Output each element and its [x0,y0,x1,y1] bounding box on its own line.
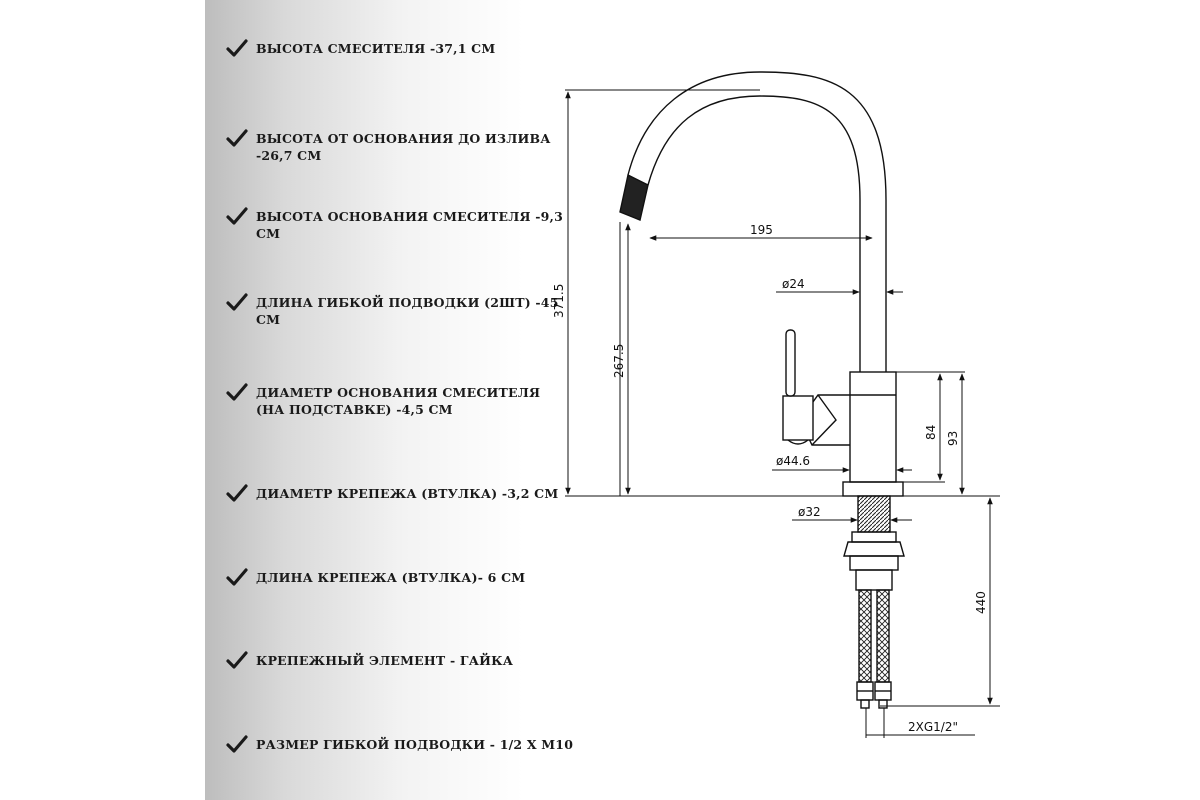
dim-label-195: 195 [750,223,773,237]
spec-item: ДИАМЕТР КРЕПЕЖА (ВТУЛКА) -3,2 СМ [226,484,586,502]
spec-item: ВЫСОТА ОТ ОСНОВАНИЯ ДО ИЗЛИВА -26,7 СМ [226,129,586,164]
checkmark-icon [226,207,248,225]
spec-text: ВЫСОТА СМЕСИТЕЛЯ -37,1 СМ [256,41,496,56]
dim-label-hose-thread: 2XG1/2" [908,720,958,734]
checkmark-icon [226,735,248,753]
checkmark-icon [226,651,248,669]
spec-text: ВЫСОТА ОСНОВАНИЯ СМЕСИТЕЛЯ -9,3 СМ [256,209,563,241]
spec-text: ДИАМЕТР ОСНОВАНИЯ СМЕСИТЕЛЯ (НА ПОДСТАВК… [256,385,541,417]
spec-item: ДЛИНА ГИБКОЙ ПОДВОДКИ (2ШТ) -45 СМ [226,293,586,328]
spec-item: ВЫСОТА СМЕСИТЕЛЯ -37,1 СМ [226,39,586,57]
dim-label-total-height: 371.5 [552,284,566,318]
checkmark-icon [226,293,248,311]
dim-label-hose-length: 440 [974,591,988,614]
spec-item: ДЛИНА КРЕПЕЖА (ВТУЛКА)- 6 СМ [226,568,586,586]
dim-label-spout-height: 267.5 [612,344,626,378]
checkmark-icon [226,484,248,502]
checkmark-icon [226,383,248,401]
dim-label-body-outer: 93 [946,431,960,446]
faucet-outline [619,71,905,709]
checkmark-icon [226,39,248,57]
checkmark-icon [226,129,248,147]
spec-text: ДЛИНА ГИБКОЙ ПОДВОДКИ (2ШТ) -45 СМ [256,295,559,327]
spec-item: ДИАМЕТР ОСНОВАНИЯ СМЕСИТЕЛЯ (НА ПОДСТАВК… [226,383,586,418]
spec-item: РАЗМЕР ГИБКОЙ ПОДВОДКИ - 1/2 Х М10 [226,735,586,753]
spec-text: ДИАМЕТР КРЕПЕЖА (ВТУЛКА) -3,2 СМ [256,486,559,501]
dim-label-body-diameter: ø44.6 [776,454,810,468]
spec-list: ВЫСОТА СМЕСИТЕЛЯ -37,1 СМ ВЫСОТА ОТ ОСНО… [226,39,586,753]
dimension-lines [565,89,1000,738]
spec-item: ВЫСОТА ОСНОВАНИЯ СМЕСИТЕЛЯ -9,3 СМ [226,207,586,242]
spec-text: ВЫСОТА ОТ ОСНОВАНИЯ ДО ИЗЛИВА -26,7 СМ [256,131,551,163]
checkmark-icon [226,568,248,586]
background-gradient [205,0,1200,800]
spec-text: ДЛИНА КРЕПЕЖА (ВТУЛКА)- 6 СМ [256,570,526,585]
dim-label-body-inner: 84 [924,425,938,440]
spec-item: КРЕПЕЖНЫЙ ЭЛЕМЕНТ - ГАЙКА [226,651,586,669]
dim-label-shank-diameter: ø32 [798,505,821,519]
spec-text: КРЕПЕЖНЫЙ ЭЛЕМЕНТ - ГАЙКА [256,653,514,668]
dim-label-tube-diameter: ø24 [782,277,805,291]
spec-text: РАЗМЕР ГИБКОЙ ПОДВОДКИ - 1/2 Х М10 [256,737,574,752]
